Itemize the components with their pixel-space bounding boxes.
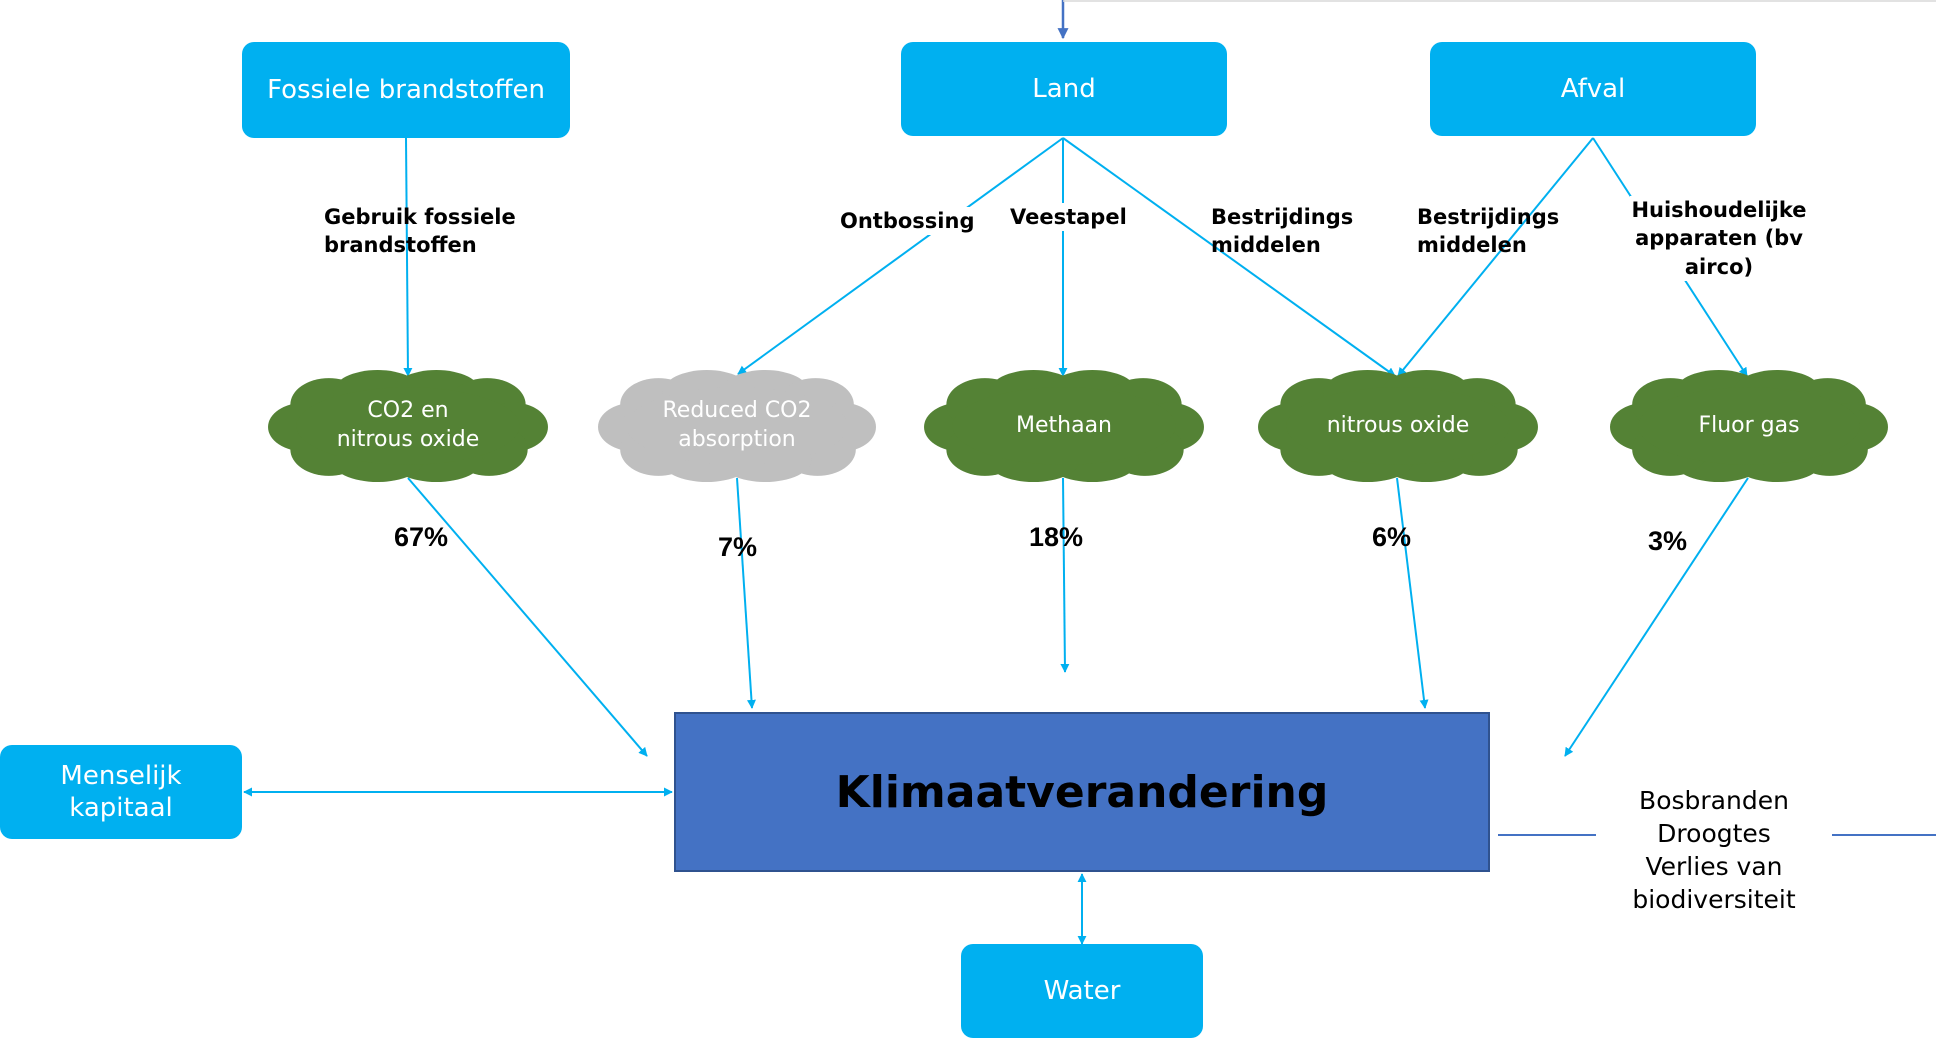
center-climate-change-box: Klimaatverandering — [674, 712, 1490, 872]
water-box: Water — [961, 944, 1203, 1038]
human-capital-label: Menselijk kapitaal — [60, 760, 182, 824]
gas-co2-nitrous-label: CO2 en nitrous oxide — [336, 398, 480, 452]
effect-item: biodiversiteit — [1632, 885, 1796, 914]
source-land-label: Land — [1032, 73, 1096, 104]
gas-reduced-co2-label: Reduced CO2 absorption — [662, 398, 812, 452]
gas-methane-label: Methaan — [1016, 412, 1112, 438]
edge-label-pesticides-waste: Bestrijdings middelen — [1417, 205, 1560, 258]
arrow-fossil-to-co2 — [403, 137, 413, 377]
human-capital-box: Menselijk kapitaal — [0, 745, 242, 839]
source-fossil-box: Fossiele brandstoffen — [242, 42, 570, 138]
edge-label-deforestation: Ontbossing — [840, 207, 975, 236]
source-waste-box: Afval — [1430, 42, 1756, 136]
gas-nitrous-label: nitrous oxide — [1326, 412, 1470, 438]
arrow-reduced-co2-to-center — [736, 477, 756, 709]
pct-nitrous: 6% — [1372, 522, 1412, 552]
pct-co2-nitrous: 67% — [394, 522, 449, 552]
cloud-icon — [924, 370, 1204, 482]
arrow-land-to-reduced-co2 — [737, 137, 1064, 375]
arrow-fluor-to-center — [1564, 477, 1749, 757]
arrow-methane-to-center — [1060, 477, 1070, 673]
arrow-waste-to-nitrous — [1397, 137, 1594, 377]
edge-label-pesticides-land: Bestrijdings middelen — [1211, 205, 1354, 258]
cloud-icon — [598, 370, 876, 482]
source-land-box: Land — [901, 42, 1227, 136]
effects-list: Bosbranden Droogtes Verlies van biodiver… — [1596, 784, 1832, 916]
edge-label-appliances: Huishoudelijke apparaten (bv airco) — [1630, 196, 1808, 282]
cloud-icon — [268, 370, 548, 482]
arrow-co2-to-center — [407, 477, 648, 757]
gas-cloud-reduced-co2: Reduced CO2 absorption — [596, 370, 878, 482]
pct-fluor: 3% — [1648, 526, 1688, 556]
pct-reduced-co2: 7% — [718, 532, 758, 562]
arrow-nitrous-to-center — [1396, 477, 1429, 709]
effect-item: Verlies van — [1645, 852, 1783, 881]
effect-item: Bosbranden — [1639, 786, 1789, 815]
gas-cloud-methane: Methaan — [922, 370, 1206, 482]
water-label: Water — [1043, 975, 1121, 1006]
edge-label-livestock: Veestapel — [1010, 203, 1127, 232]
gas-cloud-fluor: Fluor gas — [1608, 370, 1890, 482]
cloud-icon — [1258, 370, 1538, 482]
gas-fluor-label: Fluor gas — [1698, 412, 1800, 438]
source-waste-label: Afval — [1560, 73, 1626, 104]
edge-label-fossil-use: Gebruik fossiele brandstoffen — [324, 205, 516, 258]
center-title: Klimaatverandering — [835, 766, 1329, 818]
gas-cloud-nitrous: nitrous oxide — [1256, 370, 1540, 482]
pct-methane: 18% — [1029, 522, 1084, 552]
gas-cloud-co2-nitrous: CO2 en nitrous oxide — [266, 370, 550, 482]
cloud-icon — [1610, 370, 1888, 482]
effect-item: Droogtes — [1596, 817, 1832, 850]
arrow-land-to-nitrous — [1062, 137, 1396, 377]
source-fossil-label: Fossiele brandstoffen — [267, 74, 545, 105]
